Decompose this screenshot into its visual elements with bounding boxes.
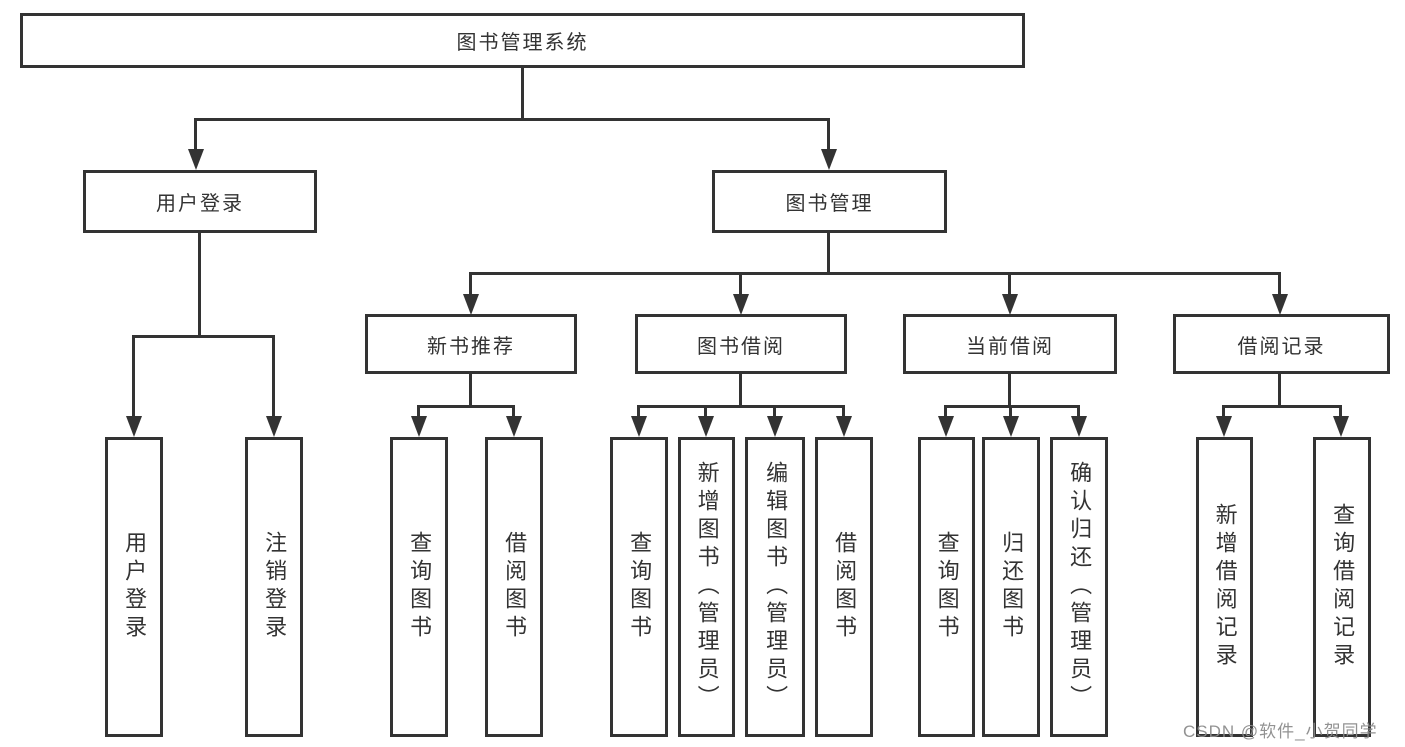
arrowhead-down-icon: [631, 416, 647, 437]
connector-line: [1008, 272, 1011, 297]
connector-line: [417, 405, 420, 419]
csdn-watermark: CSDN @软件_小贺同学: [1183, 722, 1378, 741]
connector-line: [1008, 374, 1011, 408]
node-root-label: 图书管理系统: [456, 32, 589, 54]
connector-line: [739, 272, 742, 297]
arrowhead-down-icon: [1003, 416, 1019, 437]
leaf-bb-query-books: 查询图书: [610, 437, 668, 737]
connector-line: [132, 335, 135, 419]
connector-line: [469, 374, 472, 408]
connector-line: [132, 335, 275, 338]
leaf-br-add-record: 新增借阅记录: [1196, 437, 1253, 737]
leaf-logout: 注销登录: [245, 437, 303, 737]
node-new-book-recommend: 新书推荐: [365, 314, 577, 374]
arrowhead-down-icon: [188, 149, 204, 170]
connector-line: [944, 405, 1080, 408]
leaf-nb-borrow-books: 借阅图书: [485, 437, 543, 737]
arrowhead-down-icon: [733, 294, 749, 315]
connector-line: [842, 405, 845, 419]
arrowhead-down-icon: [506, 416, 522, 437]
leaf-bb-query-books-label: 查询图书: [627, 531, 653, 643]
arrowhead-down-icon: [1333, 416, 1349, 437]
node-book-management-label: 图书管理: [785, 193, 874, 215]
leaf-logout-label: 注销登录: [262, 531, 288, 643]
arrowhead-down-icon: [1002, 294, 1018, 315]
connector-line: [827, 118, 830, 152]
connector-line: [194, 118, 830, 121]
connector-line: [521, 68, 524, 120]
leaf-br-query-record-label: 查询借阅记录: [1330, 503, 1356, 671]
connector-line: [704, 405, 707, 419]
node-book-management: 图书管理: [712, 170, 947, 233]
node-borrow-records: 借阅记录: [1173, 314, 1390, 374]
connector-line: [469, 272, 472, 297]
connector-line: [272, 335, 275, 419]
node-book-borrow: 图书借阅: [635, 314, 847, 374]
leaf-nb-borrow-books-label: 借阅图书: [502, 531, 528, 643]
leaf-bb-add-books-admin-label: 新增图书（管理员）: [694, 461, 720, 713]
connector-line: [944, 405, 947, 419]
connector-line: [1222, 405, 1225, 419]
leaf-cb-confirm-return-admin: 确认归还（管理员）: [1050, 437, 1108, 737]
leaf-nb-query-books: 查询图书: [390, 437, 448, 737]
arrowhead-down-icon: [836, 416, 852, 437]
connector-line: [194, 118, 197, 152]
node-new-book-recommend-label: 新书推荐: [427, 335, 515, 358]
connector-line: [1278, 374, 1281, 408]
leaf-cb-confirm-return-admin-label: 确认归还（管理员）: [1067, 461, 1093, 713]
leaf-cb-return-books-label: 归还图书: [999, 531, 1025, 643]
connector-line: [1009, 405, 1012, 419]
connector-line: [469, 272, 1281, 275]
connector-line: [417, 405, 515, 408]
leaf-cb-return-books: 归还图书: [982, 437, 1040, 737]
node-current-borrow: 当前借阅: [903, 314, 1117, 374]
arrowhead-down-icon: [1216, 416, 1232, 437]
leaf-bb-add-books-admin: 新增图书（管理员）: [678, 437, 735, 737]
leaf-bb-edit-books-admin: 编辑图书（管理员）: [745, 437, 805, 737]
leaf-user-login: 用户登录: [105, 437, 163, 737]
leaf-bb-edit-books-admin-label: 编辑图书（管理员）: [763, 461, 789, 713]
connector-line: [1222, 405, 1342, 408]
arrowhead-down-icon: [767, 416, 783, 437]
leaf-br-add-record-label: 新增借阅记录: [1212, 503, 1238, 671]
arrowhead-down-icon: [938, 416, 954, 437]
arrowhead-down-icon: [463, 294, 479, 315]
leaf-user-login-label: 用户登录: [122, 531, 148, 643]
arrowhead-down-icon: [411, 416, 427, 437]
leaf-cb-query-books-label: 查询图书: [934, 531, 960, 643]
connector-line: [637, 405, 845, 408]
connector-line: [827, 233, 830, 275]
node-borrow-records-label: 借阅记录: [1237, 335, 1326, 358]
connector-line: [739, 374, 742, 408]
connector-line: [637, 405, 640, 419]
node-root: 图书管理系统: [20, 13, 1025, 68]
connector-line: [773, 405, 776, 419]
connector-line: [1278, 272, 1281, 297]
leaf-br-query-record: 查询借阅记录: [1313, 437, 1371, 737]
arrowhead-down-icon: [698, 416, 714, 437]
connector-line: [1339, 405, 1342, 419]
connector-line: [198, 233, 201, 338]
arrowhead-down-icon: [821, 149, 837, 170]
leaf-bb-borrow-books-label: 借阅图书: [832, 531, 858, 643]
arrowhead-down-icon: [266, 416, 282, 437]
arrowhead-down-icon: [126, 416, 142, 437]
node-user-login-label: 用户登录: [156, 193, 244, 215]
arrowhead-down-icon: [1071, 416, 1087, 437]
arrowhead-down-icon: [1272, 294, 1288, 315]
node-user-login: 用户登录: [83, 170, 317, 233]
node-book-borrow-label: 图书借阅: [697, 335, 785, 358]
leaf-nb-query-books-label: 查询图书: [407, 531, 433, 643]
connector-line: [512, 405, 515, 419]
leaf-bb-borrow-books: 借阅图书: [815, 437, 873, 737]
node-current-borrow-label: 当前借阅: [966, 335, 1054, 358]
leaf-cb-query-books: 查询图书: [918, 437, 975, 737]
connector-line: [1077, 405, 1080, 419]
